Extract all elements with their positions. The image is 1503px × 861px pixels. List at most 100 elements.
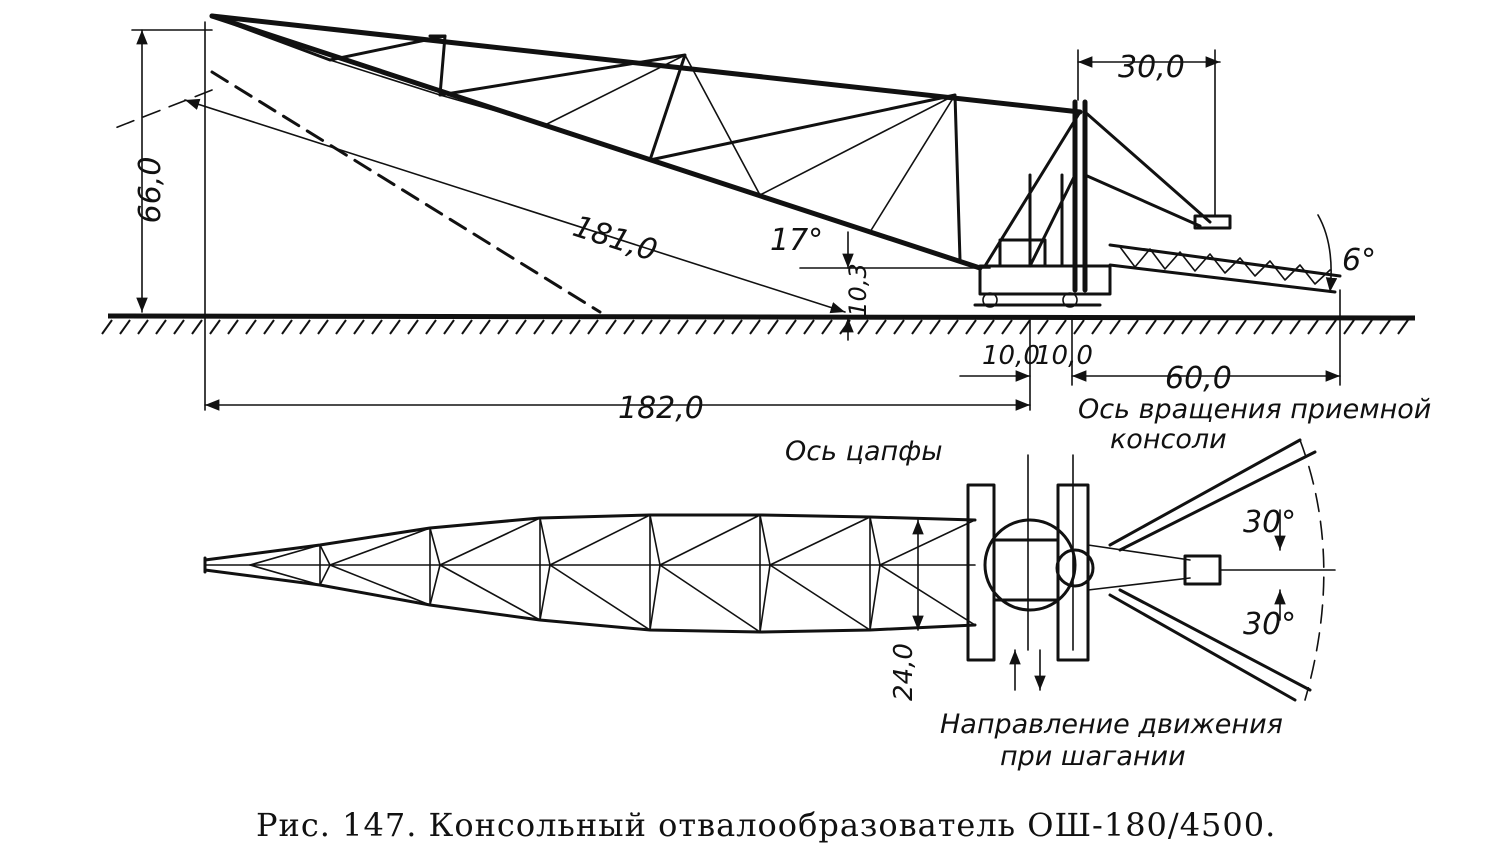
ground-hatch-mark <box>1001 319 1013 335</box>
ground-hatch-mark <box>695 319 707 335</box>
ground-hatch-mark <box>497 319 509 335</box>
dim-angle-6: 6° <box>1342 243 1376 278</box>
ground-hatch-mark <box>1127 319 1139 335</box>
ground-hatch-mark <box>821 319 833 335</box>
ground-line <box>101 313 1416 335</box>
ground-hatch-mark <box>875 319 887 335</box>
ground-hatch-mark <box>371 319 383 335</box>
ground-hatch-mark <box>1019 319 1031 335</box>
ground-hatch-mark <box>1271 319 1283 335</box>
ground-hatch-mark <box>1235 319 1247 335</box>
ground-hatch-mark <box>1379 319 1391 335</box>
dim-angle-upper-30: 30° <box>1243 505 1296 540</box>
ground-hatch-mark <box>1073 319 1085 335</box>
ground-hatch-mark <box>317 319 329 335</box>
trunnion-axis-label: Ось цапфы <box>785 436 943 467</box>
ground-hatch-mark <box>263 319 275 335</box>
ground-hatch-mark <box>389 319 401 335</box>
ground-hatch-mark <box>1037 319 1049 335</box>
ground-hatch-mark <box>1091 319 1103 335</box>
ground-hatch-mark <box>677 319 689 335</box>
ground-hatch-mark <box>1199 319 1211 335</box>
ground-hatch-mark <box>209 319 221 335</box>
plan-boom <box>203 513 977 634</box>
ground-hatch-mark <box>353 319 365 335</box>
rotation-axis-label-line1: Ось вращения приемной <box>1078 394 1431 425</box>
dim-half-right-10: 10,0 <box>1035 341 1093 371</box>
dim-boom-181: 181,0 <box>569 209 662 269</box>
ground-hatch-mark <box>713 319 725 335</box>
ground-hatch-mark <box>569 319 581 335</box>
ground-hatch-mark <box>659 319 671 335</box>
machine-body <box>973 99 1232 308</box>
ground-hatch-mark <box>1307 319 1319 335</box>
plan-undercarriage <box>966 483 1336 662</box>
ground-hatch-mark <box>641 319 653 335</box>
ground-hatch-mark <box>173 319 185 335</box>
ground-hatch-mark <box>1055 319 1067 335</box>
ground-hatch-mark <box>623 319 635 335</box>
ground-hatch-mark <box>803 319 815 335</box>
ground-hatch-mark <box>767 319 779 335</box>
dim-angle-lower-30: 30° <box>1243 607 1296 642</box>
ground-hatch-mark <box>119 319 131 335</box>
ground-hatch-mark <box>101 319 113 335</box>
ground-hatch-mark <box>1343 319 1355 335</box>
ground-hatch-mark <box>911 319 923 335</box>
ground-hatch-mark <box>965 319 977 335</box>
ground-hatch-mark <box>155 319 167 335</box>
ground-hatch-mark <box>461 319 473 335</box>
ground-hatch-mark <box>1217 319 1229 335</box>
ground-hatch-mark <box>983 319 995 335</box>
ground-hatch-mark <box>137 319 149 335</box>
ground-hatch-mark <box>335 319 347 335</box>
ground-hatch-mark <box>749 319 761 335</box>
ground-hatch-mark <box>1397 319 1409 335</box>
ground-hatch-mark <box>947 319 959 335</box>
ground-hatch-mark <box>191 319 203 335</box>
dim-top-30: 30,0 <box>1118 50 1185 85</box>
ground-hatch-mark <box>785 319 797 335</box>
slope-lines <box>109 70 602 314</box>
ground-hatch-mark <box>551 319 563 335</box>
ground-hatch-mark <box>929 319 941 335</box>
plan-dimensions <box>912 454 1074 691</box>
ground-hatch-mark <box>443 319 455 335</box>
ground-hatch-mark <box>1325 319 1337 335</box>
ground-hatch-mark <box>1109 319 1121 335</box>
ground-hatch-mark <box>245 319 257 335</box>
walking-direction-label-line1: Направление движения <box>940 709 1283 740</box>
receiving-console <box>1108 243 1342 294</box>
dim-height-10-3: 10,3 <box>844 263 872 316</box>
ground-hatch-mark <box>1289 319 1301 335</box>
ground-hatch-mark <box>1181 319 1193 335</box>
dim-reach-182: 182,0 <box>618 391 704 426</box>
ground-hatch-mark <box>227 319 239 335</box>
ground-hatch-mark <box>515 319 527 335</box>
ground-hatch-mark <box>1253 319 1265 335</box>
ground-hatch-mark <box>299 319 311 335</box>
ground-hatch-mark <box>425 319 437 335</box>
figure-caption: Рис. 147. Консольный отвалообразователь … <box>256 806 1276 844</box>
dim-half-left-10: 10,0 <box>982 341 1040 371</box>
dim-height-66: 66,0 <box>133 157 168 224</box>
ground-hatch-mark <box>731 319 743 335</box>
ground-hatch-mark <box>1163 319 1175 335</box>
ground-hatch-mark <box>605 319 617 335</box>
ground-hatch-mark <box>893 319 905 335</box>
dim-receiving-60: 60,0 <box>1165 361 1232 396</box>
dim-width-24: 24,0 <box>889 643 919 701</box>
rotation-axis-label-line2: консоли <box>1110 424 1227 455</box>
ground-hatch-mark <box>1145 319 1157 335</box>
plan-receiving-console-positions <box>1108 438 1325 702</box>
ground-hatch-mark <box>407 319 419 335</box>
ground-hatch-mark <box>857 319 869 335</box>
dimension-lines-side <box>131 21 1341 411</box>
ground-hatch-mark <box>533 319 545 335</box>
ground-hatch-mark <box>281 319 293 335</box>
dim-angle-17: 17° <box>770 223 823 258</box>
ground-hatch-mark <box>1361 319 1373 335</box>
ground-hatch-mark <box>587 319 599 335</box>
